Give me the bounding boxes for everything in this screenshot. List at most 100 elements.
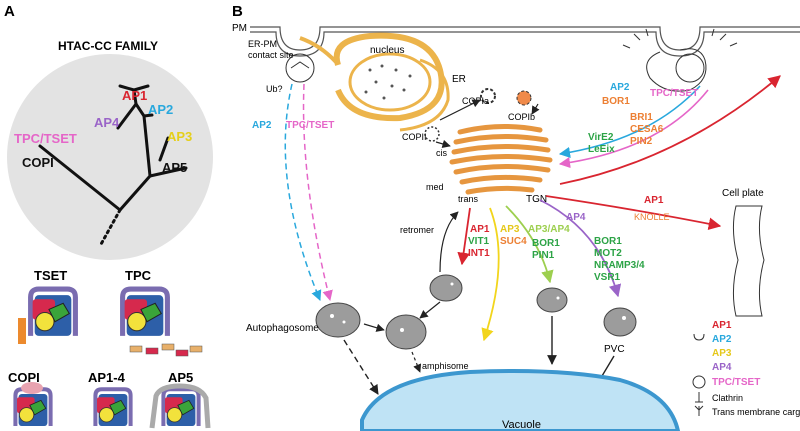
knolle-label: KNOLLE — [634, 212, 670, 222]
legend-ap3: AP3 — [712, 348, 732, 359]
endocytic-vesicle-left — [285, 53, 315, 83]
panel-b: B PM ER-PM contact site Ub? n — [232, 3, 800, 431]
right-endocytosis-pit — [622, 28, 738, 92]
right-cargo-bri1: BRI1 — [630, 112, 653, 123]
tpc-complex-icon — [123, 289, 168, 336]
ap3-label: AP3 — [500, 224, 520, 235]
legend-ap2-icon — [693, 333, 705, 341]
ap1-4-complex-icon — [95, 389, 130, 426]
copia-label: COPIa — [462, 96, 489, 106]
legend-tpc-icon — [692, 375, 706, 389]
ap3-cargo-suc4: SUC4 — [500, 236, 527, 247]
legend-ap1: AP1 — [712, 320, 732, 331]
chromatin-dots — [364, 64, 412, 100]
trans-label: trans — [458, 194, 479, 204]
er-cisterna-outer — [399, 58, 450, 132]
compartments — [315, 274, 637, 350]
dashed-ap2-label: AP2 — [252, 120, 272, 131]
complex-label-tset: TSET — [34, 268, 67, 283]
legend-cargo: Trans membrane cargo — [712, 407, 800, 417]
legend-clathrin: Clathrin — [712, 393, 743, 403]
panel-b-letter: B — [232, 3, 243, 20]
legend-clathrin-icon — [695, 392, 703, 403]
legend-cargo-icon — [694, 405, 704, 416]
tset-orange-subunit — [18, 318, 26, 344]
copib-label: COPIb — [508, 112, 535, 122]
arrow-to-copia — [439, 99, 481, 121]
autophagosome-label: Autophagosome — [246, 323, 319, 334]
er-label: ER — [452, 74, 466, 85]
plasma-membrane — [250, 26, 800, 57]
complex-label-ap1-4: AP1-4 — [88, 370, 126, 385]
legend: AP1 AP2 AP3 AP4 TPC/TSET Clathrin Trans … — [692, 320, 800, 417]
arrow-copib — [531, 103, 540, 115]
er-pm-contact-label-2: contact site — [248, 50, 294, 60]
ap4-cargo-nramp: NRAMP3/4 — [594, 260, 645, 271]
copi-pink-subunit — [21, 382, 43, 394]
vacuole — [360, 369, 681, 431]
ap4-arrow — [539, 199, 622, 298]
ap1-to-pm-arrow — [559, 75, 781, 185]
right-cargo-leEix: LeEix — [588, 144, 615, 155]
right-tpc-label: TPC/TSET — [650, 88, 698, 99]
arrow-auto-to-vacuole — [343, 339, 379, 395]
tree-label-ap4: AP4 — [94, 115, 120, 130]
tree-background-circle — [7, 54, 213, 260]
complex-label-copi: COPI — [8, 370, 40, 385]
golgi-stack — [449, 123, 553, 195]
endosome-vesicle — [429, 274, 463, 302]
copii-vesicle — [424, 126, 440, 142]
ap3-ap4-label: AP3/AP4 — [528, 224, 570, 235]
legend-ap2: AP2 — [712, 334, 732, 345]
tgn-label: TGN — [526, 194, 547, 205]
panel-a-title: HTAC-CC FAMILY — [58, 39, 158, 53]
mvb-vesicle — [536, 287, 568, 313]
ap3-ap4-arrow — [505, 205, 554, 284]
tree-label-copi: COPI — [22, 155, 54, 170]
amphisome-label: amphisome — [422, 361, 469, 371]
ap1-down-arrow — [457, 207, 471, 266]
right-cargo-virE2: VirE2 — [588, 132, 614, 143]
ap1-cargo-int1: INT1 — [468, 248, 490, 259]
tree-label-ap5: AP5 — [162, 160, 187, 175]
tree-label-ap2: AP2 — [148, 102, 173, 117]
complex-label-ap5: AP5 — [168, 370, 193, 385]
arrow-auto-to-amphisome — [363, 323, 385, 332]
copia-vesicle — [480, 88, 496, 104]
pvc-vesicle — [603, 307, 637, 337]
ap4-cargo-mot2: MOT2 — [594, 248, 622, 259]
pm-label: PM — [232, 23, 247, 34]
phylogenetic-tree — [38, 84, 188, 248]
dashed-tpc-label: TPC/TSET — [286, 120, 334, 131]
retromer-arrow — [439, 211, 459, 273]
retromer-label: retromer — [400, 225, 434, 235]
ap1-cargo-vit1: VIT1 — [468, 236, 490, 247]
ap3-arrow — [481, 207, 500, 342]
vacuole-label: Vacuole — [502, 419, 541, 431]
autophagosome-body — [315, 302, 361, 338]
tpc-endocytosis-arrow — [558, 89, 709, 169]
legend-tpc: TPC/TSET — [712, 377, 760, 388]
cell-plate-shape — [732, 205, 765, 317]
er-pm-contact-label-1: ER-PM — [248, 39, 277, 49]
ap1-right-label: AP1 — [644, 195, 664, 206]
tree-label-tpc-tset: TPC/TSET — [14, 131, 77, 146]
arrow-endosome-to-amphisome — [419, 301, 441, 319]
pvc-label: PVC — [604, 344, 625, 355]
copi-complex-icon — [15, 389, 50, 426]
med-label: med — [426, 182, 444, 192]
amphisome-body — [385, 314, 427, 350]
tpc-chain-icon — [129, 343, 203, 357]
right-bor1-label: BOR1 — [602, 96, 630, 107]
ap4-label: AP4 — [566, 212, 586, 223]
right-cargo-pin2: PIN2 — [630, 136, 653, 147]
ap2-endocytosis-arrow — [558, 85, 701, 158]
er-membrane — [333, 32, 445, 122]
tree-label-ap1: AP1 — [122, 88, 147, 103]
ap4-cargo-vsr1: VSR1 — [594, 272, 621, 283]
ap1-to-cellplate-arrow — [545, 195, 722, 230]
er-pm-tether — [299, 36, 338, 64]
nucleus-label: nucleus — [370, 45, 404, 56]
